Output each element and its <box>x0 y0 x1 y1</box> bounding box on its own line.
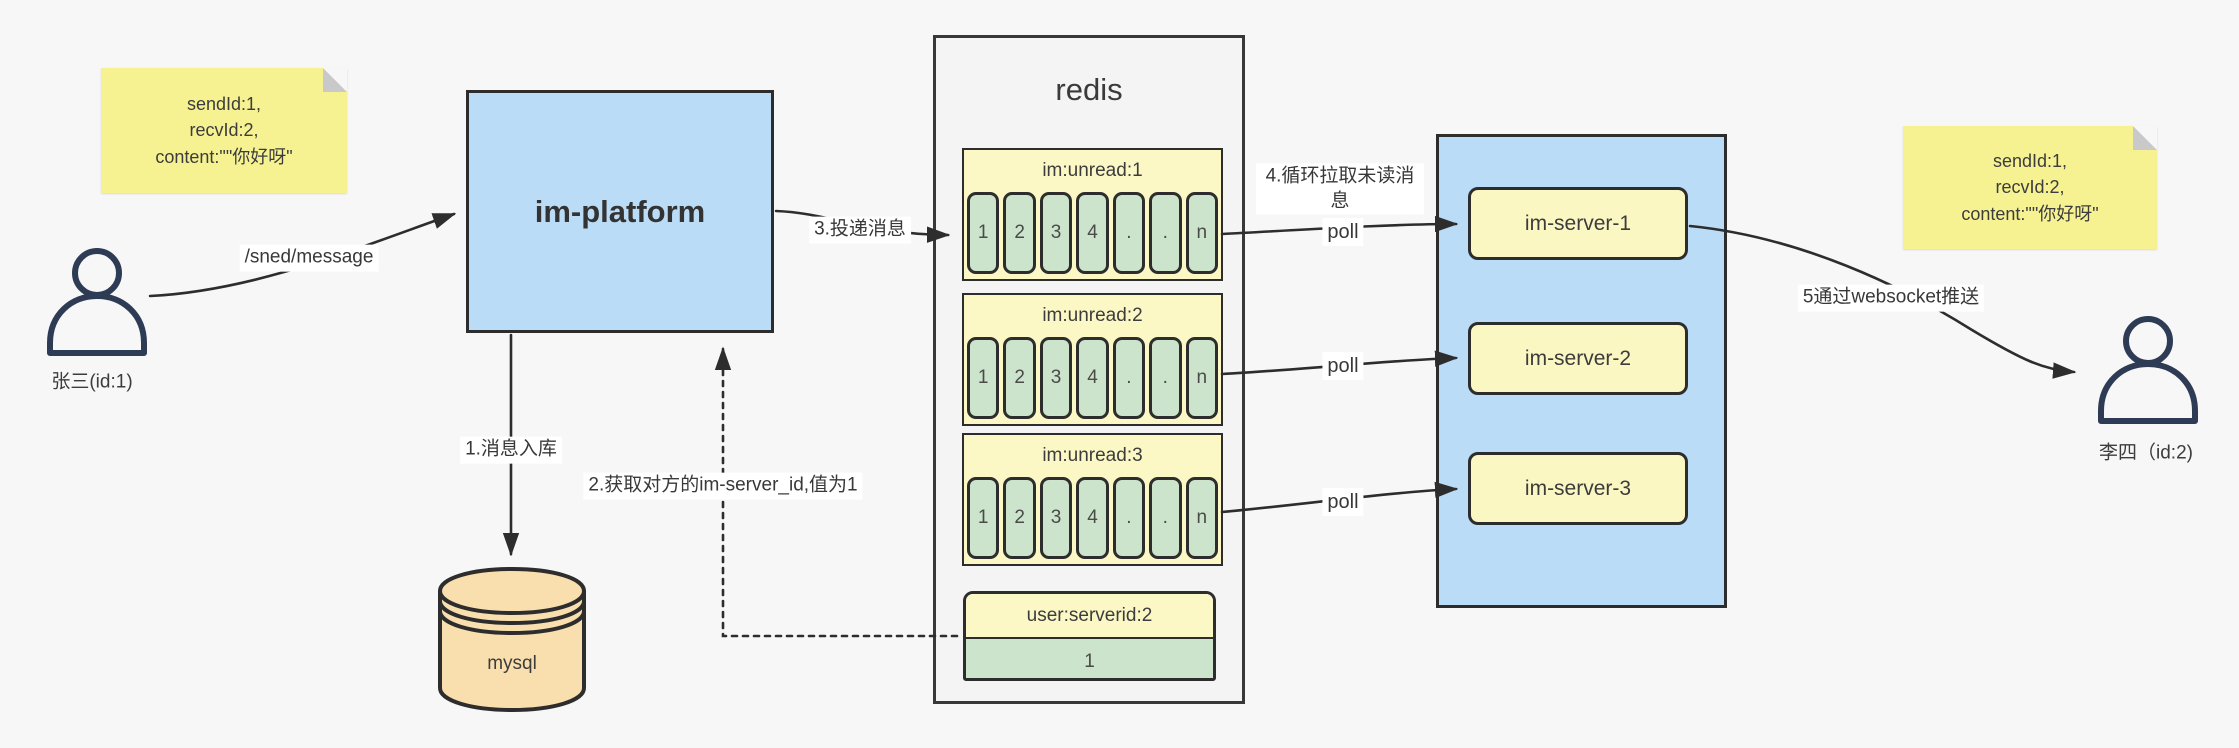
redis-list-unread-3: im:unread:3 1 2 3 4 . . n <box>962 433 1223 566</box>
list-cell: n <box>1185 337 1218 419</box>
list-cell: n <box>1185 192 1218 274</box>
redis-kv-value: 1 <box>966 639 1213 678</box>
edge-label-send-api: /sned/message <box>239 244 379 272</box>
database-icon <box>438 566 586 713</box>
list-cell: 2 <box>1003 477 1036 559</box>
receiver-label: 李四（id:2) <box>2099 442 2193 464</box>
edge-label-poll-3: poll <box>1322 488 1364 516</box>
list-cell: . <box>1112 337 1146 419</box>
redis-list-unread-2: im:unread:2 1 2 3 4 . . n <box>962 293 1223 426</box>
redis-list-cells: 1 2 3 4 . . n <box>964 337 1221 419</box>
list-cell: 4 <box>1076 477 1109 559</box>
edge-label-poll-1: poll <box>1322 218 1364 246</box>
redis-list-cells: 1 2 3 4 . . n <box>964 192 1221 274</box>
redis-list-unread-1: im:unread:1 1 2 3 4 . . n <box>962 148 1223 281</box>
im-server-2-label: im-server-2 <box>1524 346 1632 370</box>
list-cell: 4 <box>1076 192 1109 274</box>
person-icon <box>47 248 147 356</box>
im-server-3-node: im-server-3 <box>1468 452 1688 525</box>
person-icon <box>2098 316 2198 424</box>
receiver-actor <box>2093 314 2201 426</box>
list-cell: 2 <box>1003 192 1036 274</box>
list-cell: . <box>1149 337 1182 419</box>
sticky-note-right: sendId:1, recvId:2, content:""你好呀" <box>1903 126 2157 249</box>
redis-user-serverid-box: user:serverid:2 1 <box>963 591 1216 681</box>
list-cell: 3 <box>1039 337 1073 419</box>
list-cell: 1 <box>967 477 1000 559</box>
sender-label: 张三(id:1) <box>51 371 133 393</box>
list-cell: 2 <box>1003 337 1036 419</box>
sender-actor <box>42 246 150 358</box>
redis-kv-header: user:serverid:2 <box>966 594 1213 639</box>
list-cell: n <box>1185 477 1218 559</box>
edge-label-poll-2: poll <box>1322 352 1364 380</box>
list-cell: 4 <box>1076 337 1109 419</box>
im-server-group: im-server-1 im-server-2 im-server-3 <box>1436 134 1727 608</box>
list-cell: 3 <box>1039 192 1073 274</box>
im-server-3-label: im-server-3 <box>1524 476 1632 500</box>
redis-list-header: im:unread:3 <box>1042 445 1143 466</box>
redis-list-header: im:unread:2 <box>1042 305 1143 326</box>
mysql-node <box>435 564 589 714</box>
im-platform-label: im-platform <box>534 193 706 229</box>
sticky-note-right-text: sendId:1, recvId:2, content:""你好呀" <box>1961 151 2099 224</box>
list-cell: . <box>1112 192 1146 274</box>
list-cell: 1 <box>967 337 1000 419</box>
list-cell: 3 <box>1039 477 1073 559</box>
redis-list-header: im:unread:1 <box>1042 160 1143 181</box>
mysql-label: mysql <box>487 653 537 674</box>
im-server-1-node: im-server-1 <box>1468 187 1688 260</box>
edge-label-step2: 2.获取对方的im-server_id,值为1 <box>583 472 863 500</box>
list-cell: . <box>1149 477 1182 559</box>
edge-label-step1: 1.消息入库 <box>460 436 562 464</box>
im-server-2-node: im-server-2 <box>1468 322 1688 395</box>
sticky-note-left-text: sendId:1, recvId:2, content:""你好呀" <box>155 94 293 167</box>
sticky-note-left: sendId:1, recvId:2, content:""你好呀" <box>101 68 347 193</box>
im-server-1-label: im-server-1 <box>1524 211 1632 235</box>
edge-label-step4: 4.循环拉取未读消息 <box>1256 163 1424 215</box>
redis-list-cells: 1 2 3 4 . . n <box>964 477 1221 559</box>
list-cell: 1 <box>967 192 1000 274</box>
redis-title: redis <box>1055 72 1123 107</box>
edge-label-step5: 5通过websocket推送 <box>1797 284 1985 312</box>
edge-label-step3: 3.投递消息 <box>809 216 911 244</box>
im-platform-node: im-platform <box>466 90 774 333</box>
redis-container: redis im:unread:1 1 2 3 4 . . n im:unrea… <box>933 35 1245 704</box>
list-cell: . <box>1149 192 1182 274</box>
list-cell: . <box>1112 477 1146 559</box>
